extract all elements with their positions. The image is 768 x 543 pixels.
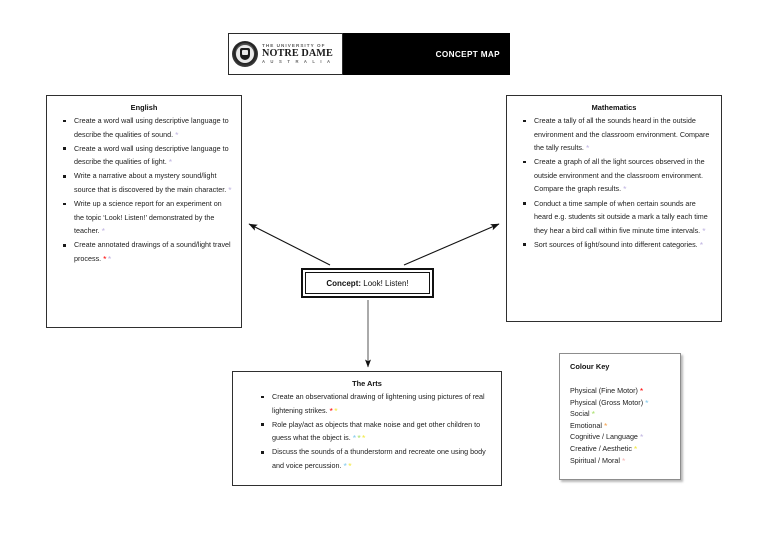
asterisk-marker-cognitive: * [107, 253, 113, 264]
colour-key-swatch-gross_motor: * [645, 397, 650, 408]
notre-dame-crest-icon [232, 41, 258, 67]
asterisk-marker-fine_motor: * [103, 253, 108, 264]
activity-item: Conduct a time sample of when certain so… [521, 197, 713, 238]
colour-key-swatch-social: * [591, 409, 597, 420]
activity-text: Write up a science report for an experim… [74, 199, 222, 236]
activity-list-mathematics: Create a tally of all the sounds heard i… [507, 114, 721, 251]
asterisk-marker-cognitive: * [623, 184, 628, 195]
activity-item: Create a graph of all the light sources … [521, 155, 713, 196]
colour-key-swatch-fine_motor: * [639, 386, 645, 396]
document-title-bar: CONCEPT MAP [343, 33, 510, 75]
subject-box-english: English Create a word wall using descrip… [46, 95, 242, 328]
activity-list-english: Create a word wall using descriptive lan… [47, 114, 241, 266]
colour-key-label: Cognitive / Language [570, 432, 640, 442]
activity-text: Create an observational drawing of light… [272, 392, 485, 415]
central-concept-box: Concept: Look! Listen! [301, 268, 434, 298]
subject-box-the-arts: The Arts Create an observational drawing… [232, 371, 502, 486]
activity-item: Discuss the sounds of a thunderstorm and… [259, 445, 487, 472]
colour-key-label: Social [570, 409, 592, 419]
asterisk-marker-cognitive: * [175, 129, 180, 140]
colour-key-label: Emotional [570, 420, 604, 430]
activity-text: Create a word wall using descriptive lan… [74, 143, 229, 167]
box-title-english: English [130, 103, 158, 112]
asterisk-marker-creative: * [334, 405, 339, 416]
arrow-concept-to-mathematics [403, 223, 500, 266]
activity-item: Sort sources of light/sound into differe… [521, 238, 713, 252]
colour-key-entry: Cognitive / Language * [570, 431, 680, 443]
activity-item: Write a narrative about a mystery sound/… [61, 169, 233, 196]
activity-text: Create annotated drawings of a sound/lig… [74, 240, 231, 263]
activity-text: Discuss the sounds of a thunderstorm and… [272, 447, 486, 470]
asterisk-marker-cognitive: * [699, 239, 705, 250]
arrow-concept-to-english [248, 223, 331, 266]
subject-box-mathematics: Mathematics Create a tally of all the so… [506, 95, 722, 322]
asterisk-marker-cognitive: * [702, 225, 707, 236]
activity-text: Conduct a time sample of when certain so… [534, 198, 708, 235]
activity-item: Create a tally of all the sounds heard i… [521, 114, 713, 155]
colour-key-swatch-spiritual: * [621, 455, 627, 466]
concept-text: Concept: Look! Listen! [326, 279, 408, 288]
asterisk-marker-cognitive: * [168, 157, 174, 168]
asterisk-marker-gross_motor: * [352, 433, 358, 444]
logo-line-3: A U S T R A L I A [262, 59, 333, 65]
activity-text: Create a word wall using descriptive lan… [74, 116, 229, 139]
asterisk-marker-gross_motor: * [343, 460, 349, 471]
activity-item: Create an observational drawing of light… [259, 390, 487, 417]
asterisk-marker-creative: * [362, 433, 367, 444]
colour-key-entry: Creative / Aesthetic * [570, 443, 680, 455]
colour-key-swatch-creative: * [633, 443, 639, 454]
activity-text: Create a graph of all the light sources … [534, 157, 705, 194]
asterisk-marker-cognitive: * [101, 226, 107, 237]
box-title-the-arts: The Arts [352, 379, 382, 388]
colour-key-label: Creative / Aesthetic [570, 443, 634, 453]
colour-key-entry: Spiritual / Moral * [570, 455, 680, 467]
activity-text: Write a narrative about a mystery sound/… [74, 171, 229, 194]
activity-text: Sort sources of light/sound into differe… [534, 239, 700, 249]
activity-list-the-arts: Create an observational drawing of light… [233, 390, 501, 473]
concept-label: Concept: [326, 278, 362, 288]
colour-key-list: Physical (Fine Motor) *Physical (Gross M… [570, 385, 680, 466]
colour-key-swatch-cognitive: * [639, 432, 645, 443]
activity-item: Create a word wall using descriptive lan… [61, 142, 233, 169]
page-title: CONCEPT MAP [435, 49, 500, 59]
logo-line-1: THE UNIVERSITY OF [262, 42, 326, 48]
colour-key-swatch-emotional: * [603, 420, 609, 431]
document-header: THE UNIVERSITY OF NOTRE DAME A U S T R A… [228, 33, 510, 75]
colour-key-entry: Social * [570, 408, 680, 420]
activity-item: Write up a science report for an experim… [61, 197, 233, 238]
activity-item: Create annotated drawings of a sound/lig… [61, 238, 233, 265]
asterisk-marker-cognitive: * [585, 143, 591, 154]
colour-key-entry: Physical (Gross Motor) * [570, 397, 680, 409]
asterisk-marker-fine_motor: * [329, 405, 335, 416]
box-title-mathematics: Mathematics [591, 103, 637, 112]
colour-key-box: Colour Key Physical (Fine Motor) *Physic… [559, 353, 681, 480]
logo-line-2: NOTRE DAME [262, 48, 333, 60]
colour-key-label: Physical (Fine Motor) [570, 386, 640, 395]
concept-value: Look! Listen! [363, 278, 409, 288]
asterisk-marker-cognitive: * [228, 184, 233, 195]
colour-key-label: Spiritual / Moral [570, 455, 622, 465]
colour-key-label: Physical (Gross Motor) [570, 397, 646, 407]
asterisk-marker-creative: * [348, 460, 353, 471]
colour-key-entry: Physical (Fine Motor) * [570, 385, 680, 397]
activity-text: Role play/act as objects that make noise… [272, 419, 481, 443]
activity-item: Role play/act as objects that make noise… [259, 418, 487, 445]
colour-key-title: Colour Key [570, 362, 610, 371]
university-logo: THE UNIVERSITY OF NOTRE DAME A U S T R A… [228, 33, 343, 75]
activity-item: Create a word wall using descriptive lan… [61, 114, 233, 141]
activity-text: Create a tally of all the sounds heard i… [534, 116, 710, 153]
colour-key-entry: Emotional * [570, 420, 680, 432]
asterisk-marker-social: * [357, 433, 363, 444]
